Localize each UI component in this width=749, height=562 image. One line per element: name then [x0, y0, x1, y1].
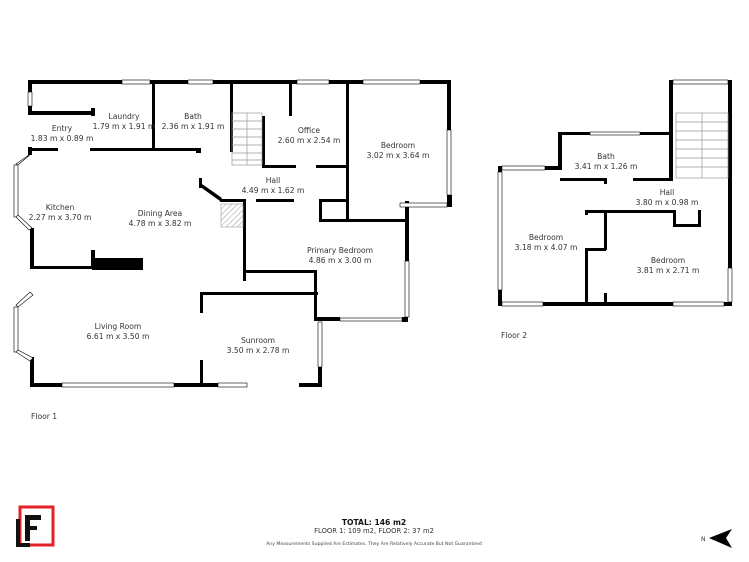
- floor-1-windows: [13, 79, 452, 388]
- room-name: Bedroom: [528, 233, 564, 242]
- room-dims: 3.81 m x 2.71 m: [636, 266, 700, 275]
- svg-text:N: N: [701, 536, 706, 543]
- room-dims: 3.18 m x 4.07 m: [514, 243, 578, 252]
- room-hall: Hall 4.49 m x 1.62 m: [242, 176, 305, 196]
- room-name: Primary Bedroom: [306, 246, 374, 255]
- room-dims: 2.60 m x 2.54 m: [277, 136, 341, 145]
- room-name: Dining Area: [137, 209, 183, 218]
- room-name: Bedroom: [650, 256, 686, 265]
- room-dims: 2.27 m x 3.70 m: [28, 213, 92, 222]
- room-name: Bedroom: [380, 141, 416, 150]
- room-dims: 3.50 m x 2.78 m: [226, 346, 290, 355]
- room-name: Entry: [51, 124, 73, 133]
- room-dims: 4.86 m x 3.00 m: [308, 256, 372, 265]
- room-dims: 1.79 m x 1.91 m: [92, 122, 156, 131]
- total-area: TOTAL: 146 m2: [341, 518, 407, 527]
- room-dims: 4.78 m x 3.82 m: [128, 219, 192, 228]
- room-bedroom-floor2-right: Bedroom 3.81 m x 2.71 m: [637, 256, 700, 276]
- room-laundry: Laundry 1.79 m x 1.91 m: [93, 112, 156, 132]
- room-name: Living Room: [94, 322, 142, 331]
- room-name: Hall: [659, 188, 675, 197]
- room-dims: 6.61 m x 3.50 m: [86, 332, 150, 341]
- floor-1-label: Floor 1: [31, 412, 58, 421]
- room-dims: 2.36 m x 1.91 m: [161, 122, 225, 131]
- brand-logo: [16, 505, 55, 547]
- north-arrow-icon: N: [701, 529, 732, 548]
- floor-2-windows: [497, 79, 733, 307]
- room-primary-bedroom: Primary Bedroom 4.86 m x 3.00 m: [307, 246, 373, 266]
- floor-2-label: Floor 2: [501, 331, 528, 340]
- room-name: Bath: [184, 112, 202, 121]
- floor-1-stairs: [231, 112, 263, 166]
- room-office: Office 2.60 m x 2.54 m: [278, 126, 341, 146]
- room-bedroom-floor2-left: Bedroom 3.18 m x 4.07 m: [515, 233, 578, 253]
- room-dims: 3.80 m x 0.98 m: [635, 198, 699, 207]
- room-name: Kitchen: [45, 203, 75, 212]
- room-bath-floor2: Bath 3.41 m x 1.26 m: [575, 152, 638, 172]
- room-name: Hall: [265, 176, 281, 185]
- room-hall-floor2: Hall 3.80 m x 0.98 m: [636, 188, 699, 208]
- room-name: Office: [297, 126, 321, 135]
- room-sunroom: Sunroom 3.50 m x 2.78 m: [227, 336, 290, 356]
- disclaimer: Any Measurements Supplied Are Estimates.…: [266, 542, 482, 547]
- room-dining-area: Dining Area 4.78 m x 3.82 m: [129, 209, 192, 229]
- floor-2-stairs: [675, 112, 729, 179]
- room-name: Sunroom: [240, 336, 276, 345]
- room-bedroom: Bedroom 3.02 m x 3.64 m: [367, 141, 430, 161]
- room-entry: Entry 1.83 m x 0.89 m: [31, 124, 94, 144]
- room-kitchen: Kitchen 2.27 m x 3.70 m: [29, 203, 92, 223]
- room-dims: 1.83 m x 0.89 m: [30, 134, 94, 143]
- room-name: Laundry: [108, 112, 140, 121]
- room-dims: 3.41 m x 1.26 m: [574, 162, 638, 171]
- room-dims: 3.02 m x 3.64 m: [366, 151, 430, 160]
- floor-1-walls: [28, 80, 452, 387]
- room-living-room: Living Room 6.61 m x 3.50 m: [87, 322, 150, 342]
- floor-2-walls: [498, 80, 732, 306]
- room-dims: 4.49 m x 1.62 m: [241, 186, 305, 195]
- floor-areas: FLOOR 1: 109 m2, FLOOR 2: 37 m2: [314, 527, 434, 535]
- room-name: Bath: [597, 152, 615, 161]
- fireplace-hatch: [220, 203, 244, 228]
- room-bath: Bath 2.36 m x 1.91 m: [162, 112, 225, 132]
